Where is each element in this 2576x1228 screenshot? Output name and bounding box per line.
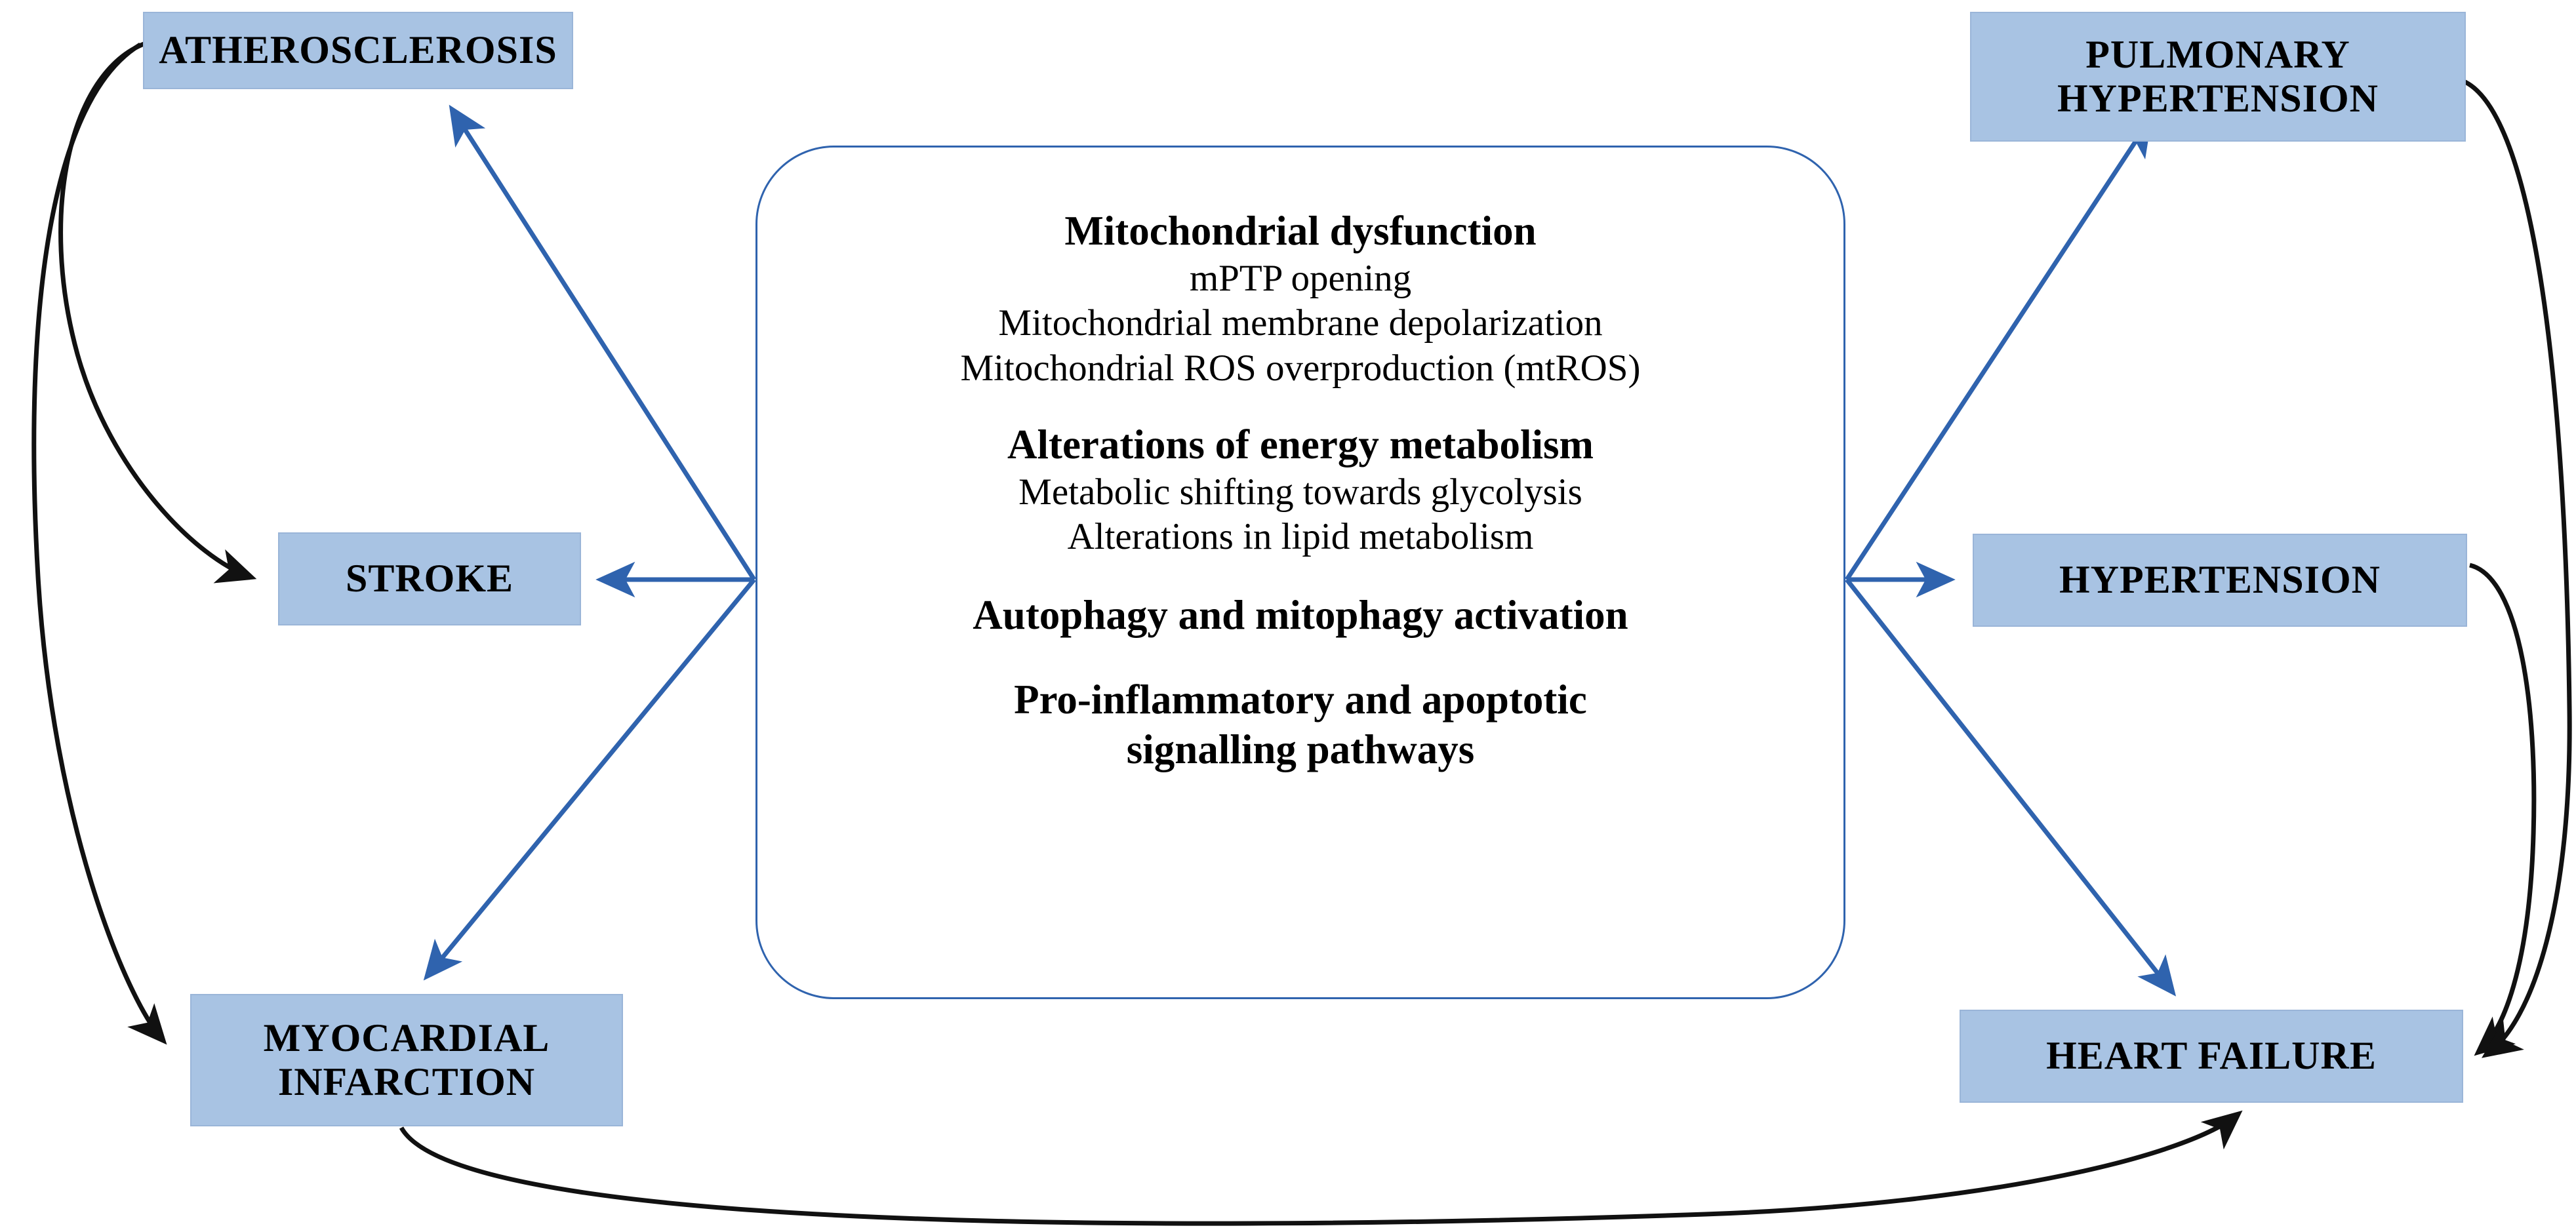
- group-line: Mitochondrial membrane depolarization: [998, 302, 1603, 344]
- edge-atherosclerosis-to-myocardial-infarction: [31, 43, 167, 1045]
- group-line: Metabolic shifting towards glycolysis: [1018, 471, 1582, 513]
- group-line: Alterations in lipid metabolism: [1067, 516, 1534, 558]
- node-label-line2: INFARCTION: [277, 1060, 536, 1103]
- node-pulmonary-hypertension[interactable]: PULMONARY HYPERTENSION: [1970, 12, 2466, 142]
- central-mechanism-content: Mitochondrial dysfunction mPTP opening M…: [755, 146, 1845, 999]
- edge-center-to-atherosclerosis: [449, 104, 756, 581]
- node-hypertension[interactable]: HYPERTENSION: [1973, 534, 2467, 627]
- node-label-line1: MYOCARDIAL: [263, 1016, 550, 1060]
- group-heading: Autophagy and mitophagy activation: [973, 591, 1628, 638]
- node-stroke[interactable]: STROKE: [278, 532, 581, 625]
- group-pro-inflammatory-apoptotic: Pro-inflammatory and apoptotic signallin…: [755, 675, 1845, 776]
- node-atherosclerosis[interactable]: ATHEROSCLEROSIS: [143, 12, 573, 89]
- group-line: Mitochondrial ROS overproduction (mtROS): [960, 347, 1641, 389]
- node-myocardial-infarction[interactable]: MYOCARDIAL INFARCTION: [190, 994, 623, 1126]
- central-mechanism-panel: [755, 146, 1845, 999]
- group-line: mPTP opening: [1189, 257, 1412, 299]
- group-heading: Alterations of energy metabolism: [1007, 422, 1594, 468]
- node-label: HYPERTENSION: [2059, 558, 2381, 602]
- node-label-line2: HYPERTENSION: [2057, 77, 2379, 120]
- group-heading: Mitochondrial dysfunction: [1064, 208, 1537, 254]
- edge-center-to-heart-failure: [1845, 578, 2177, 997]
- edge-center-to-myocardial-infarction: [423, 578, 756, 981]
- node-label-line1: PULMONARY: [2085, 32, 2350, 76]
- edge-atherosclerosis-to-stroke: [58, 41, 257, 584]
- node-label: ATHEROSCLEROSIS: [159, 28, 557, 72]
- edge-pulmonary-hypertension-to-heart-failure: [2459, 77, 2572, 1058]
- edge-myocardial-infarction-to-heart-failure: [399, 1110, 2243, 1226]
- node-label: STROKE: [345, 557, 514, 601]
- group-heading: signalling pathways: [1126, 726, 1475, 773]
- group-autophagy-mitophagy: Autophagy and mitophagy activation: [755, 590, 1845, 641]
- node-label: HEART FAILURE: [2046, 1034, 2377, 1078]
- node-heart-failure[interactable]: HEART FAILURE: [1960, 1010, 2463, 1103]
- group-mitochondrial-dysfunction: Mitochondrial dysfunction mPTP opening M…: [755, 206, 1845, 391]
- edge-hypertension-to-heart-failure: [2469, 563, 2537, 1056]
- edge-center-to-pulmonary-hypertension: [1845, 116, 2152, 581]
- group-heading: Pro-inflammatory and apoptotic: [1014, 676, 1587, 723]
- group-energy-metabolism: Alterations of energy metabolism Metabol…: [755, 420, 1845, 560]
